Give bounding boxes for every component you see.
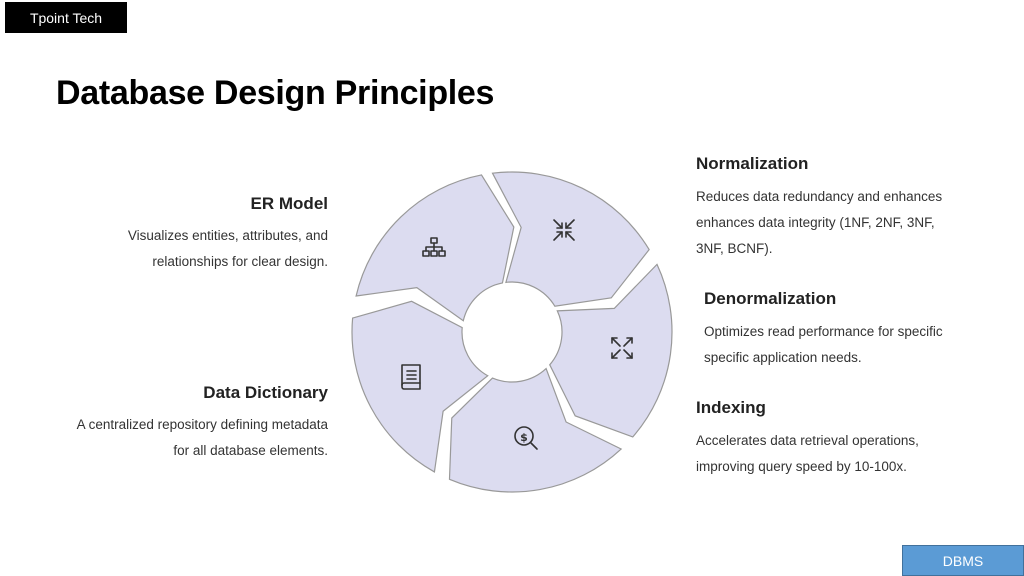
indexing-heading: Indexing <box>696 398 766 417</box>
indexing-block: Indexing Accelerates data retrieval oper… <box>696 398 996 480</box>
wheel-segment-4 <box>448 367 623 493</box>
normalization-block: Normalization Reduces data redundancy an… <box>696 154 996 262</box>
book-icon <box>401 364 421 390</box>
wheel-segment-2 <box>491 171 650 307</box>
wheel-segment-1 <box>355 174 515 322</box>
normalization-desc-line3: 3NF, BCNF). <box>696 241 773 256</box>
indexing-desc-line2: improving query speed by 10-100x. <box>696 459 907 474</box>
brand-label: Tpoint Tech <box>5 2 127 33</box>
data-dictionary-block: Data Dictionary A centralized repository… <box>8 383 328 464</box>
wheel-segment-3 <box>549 263 673 438</box>
compress-icon <box>553 219 575 241</box>
cycle-wheel: $ <box>351 171 673 493</box>
data-dictionary-desc-line2: for all database elements. <box>173 443 328 458</box>
indexing-desc-line1: Accelerates data retrieval operations, <box>696 433 919 448</box>
er-model-block: ER Model Visualizes entities, attributes… <box>28 194 328 275</box>
expand-icon <box>611 337 633 359</box>
footer-badge: DBMS <box>902 545 1024 576</box>
normalization-desc-line2: enhances data integrity (1NF, 2NF, 3NF, <box>696 215 935 230</box>
data-dictionary-heading: Data Dictionary <box>203 383 328 402</box>
normalization-desc-line1: Reduces data redundancy and enhances <box>696 189 943 204</box>
data-dictionary-desc-line1: A centralized repository defining metada… <box>76 417 328 432</box>
er-model-desc-line2: relationships for clear design. <box>152 254 328 269</box>
hierarchy-icon <box>422 237 446 257</box>
denormalization-heading: Denormalization <box>704 289 837 308</box>
er-model-heading: ER Model <box>250 194 328 213</box>
search-dollar-icon <box>514 426 538 450</box>
denormalization-block: Denormalization Optimizes read performan… <box>704 289 1004 371</box>
page-title: Database Design Principles <box>56 74 495 112</box>
denormalization-desc-line2: specific application needs. <box>704 350 862 365</box>
denormalization-desc-line1: Optimizes read performance for specific <box>704 324 943 339</box>
dollar-glyph: $ <box>520 431 528 444</box>
normalization-heading: Normalization <box>696 154 809 173</box>
er-model-desc-line1: Visualizes entities, attributes, and <box>127 228 328 243</box>
wheel-segments <box>351 171 673 493</box>
